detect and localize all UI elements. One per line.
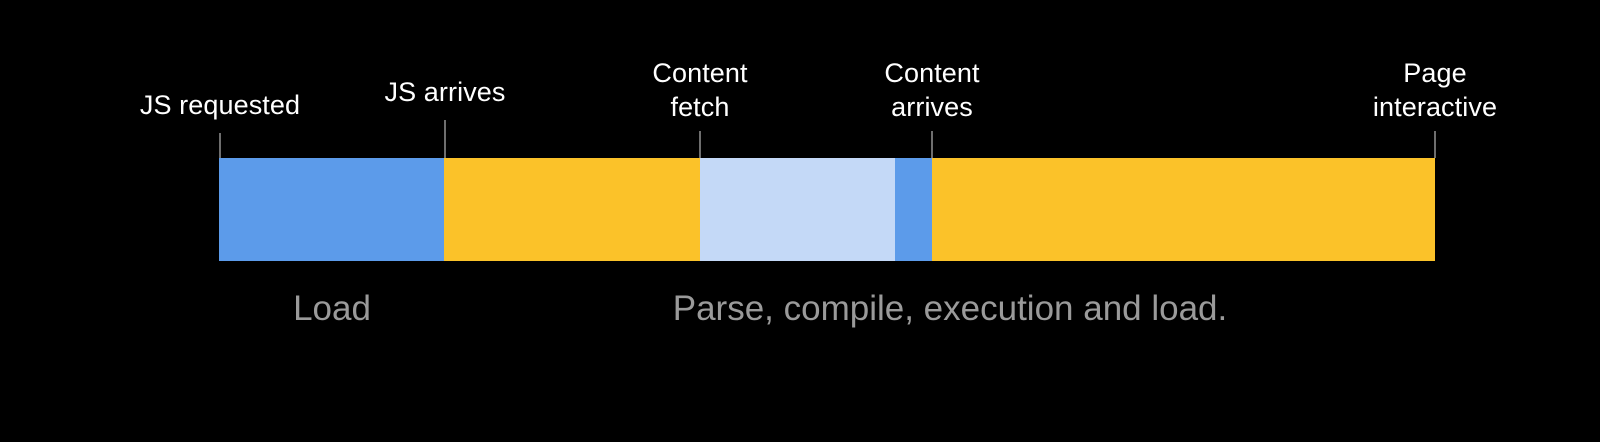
marker-line2: interactive xyxy=(1372,92,1498,122)
marker-label-page-interactive: Page interactive xyxy=(1373,56,1497,124)
marker-line2: arrives xyxy=(891,92,973,122)
marker-label-content-arrives: Content arrives xyxy=(884,56,979,124)
tick-js-requested xyxy=(219,133,221,158)
marker-line1: JS requested xyxy=(139,90,301,120)
tick-content-fetch xyxy=(699,131,701,158)
tick-content-arrives xyxy=(931,131,933,158)
marker-line1: Content xyxy=(884,58,980,88)
segment-parse-compile xyxy=(444,158,700,261)
marker-line2: fetch xyxy=(670,92,730,122)
segment-execute-load xyxy=(932,158,1435,261)
marker-label-js-requested: JS requested xyxy=(140,88,300,122)
segment-content-fetch xyxy=(700,158,895,261)
segment-load xyxy=(219,158,444,261)
caption-parse: Parse, compile, execution and load. xyxy=(672,289,1228,328)
caption-load: Load xyxy=(293,289,371,328)
tick-page-interactive xyxy=(1434,131,1436,158)
marker-line1: Content xyxy=(652,58,748,88)
marker-line1: Page xyxy=(1403,58,1467,88)
marker-label-content-fetch: Content fetch xyxy=(652,56,747,124)
timeline-bar xyxy=(219,158,1435,261)
marker-label-js-arrives: JS arrives xyxy=(384,75,505,109)
segment-content-receive xyxy=(895,158,932,261)
marker-line1: JS arrives xyxy=(384,77,506,107)
tick-js-arrives xyxy=(444,120,446,158)
